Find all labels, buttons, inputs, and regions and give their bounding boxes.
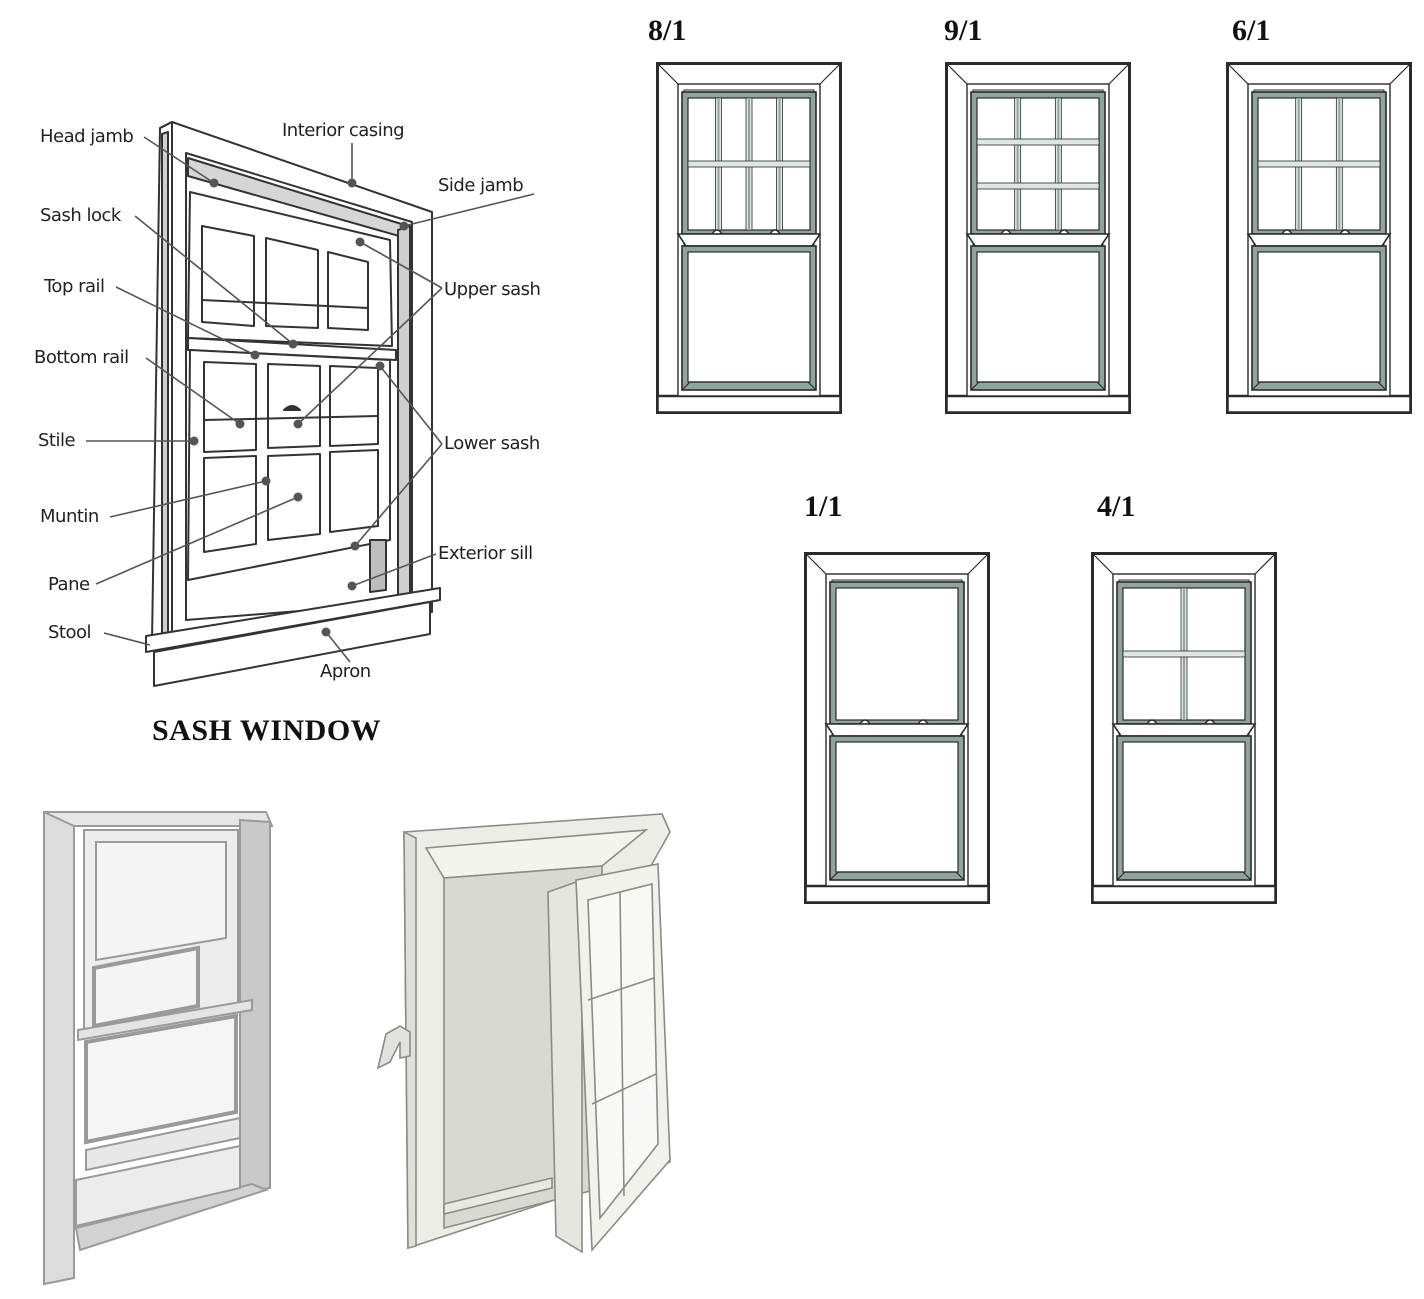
window-sill <box>1091 884 1277 904</box>
label-pane: Pane <box>48 574 90 595</box>
crank-handle <box>376 1025 411 1070</box>
meeting-rail <box>676 233 822 247</box>
bottom-rail-bevel <box>1116 871 1252 881</box>
window-style-9-1 <box>945 62 1131 414</box>
meeting-rail <box>1246 233 1392 247</box>
meeting-rail <box>187 337 397 361</box>
sash-window-drawing <box>86 121 535 687</box>
lower-glass <box>1122 741 1246 873</box>
lower-glass <box>976 251 1100 383</box>
upper-muntin-horizontal <box>1257 160 1381 168</box>
outer-frame-left <box>43 811 75 1286</box>
style-label: 9/1 <box>944 14 983 47</box>
label-muntin: Muntin <box>40 506 99 527</box>
casing-bevel <box>657 63 841 85</box>
casing-bevel <box>946 63 1130 85</box>
window-style-8-1 <box>656 62 842 414</box>
outer-frame-right <box>239 818 271 1194</box>
label-top-rail: Top rail <box>44 276 105 297</box>
label-sash-lock: Sash lock <box>40 205 121 226</box>
casing-bevel <box>1092 553 1276 575</box>
label-upper-sash: Upper sash <box>444 279 541 300</box>
window-sill <box>1226 394 1412 414</box>
meeting-rail <box>965 233 1111 247</box>
window-sill <box>656 394 842 414</box>
window-sill <box>945 394 1131 414</box>
single-hung-window-illustration <box>43 811 274 1286</box>
label-exterior-sill: Exterior sill <box>438 543 533 564</box>
casing-bevel <box>805 553 989 575</box>
side-jamb <box>397 225 411 603</box>
upper-muntin-horizontal <box>687 160 811 168</box>
style-label: 6/1 <box>1232 14 1271 47</box>
lower-glass <box>687 251 811 383</box>
window-sill <box>804 884 990 904</box>
window-style-1-1 <box>804 552 990 904</box>
window-style-6-1 <box>1226 62 1412 414</box>
apron <box>153 601 431 687</box>
label-stile: Stile <box>38 430 76 451</box>
style-label: 4/1 <box>1097 490 1136 523</box>
exterior-sill <box>369 539 387 593</box>
meeting-rail <box>1111 723 1257 737</box>
label-head-jamb: Head jamb <box>40 126 134 147</box>
lower-sash <box>84 1013 238 1145</box>
lower-sash-frame <box>187 349 391 581</box>
casement-window-illustration <box>376 813 671 1254</box>
lower-glass <box>835 741 959 873</box>
stool <box>145 587 441 653</box>
label-side-jamb: Side jamb <box>438 175 524 196</box>
label-bottom-rail: Bottom rail <box>34 347 129 368</box>
bottom-rail-bevel <box>970 381 1106 391</box>
style-label: 8/1 <box>648 14 687 47</box>
upper-muntin-horizontal <box>976 138 1100 146</box>
casing-bevel <box>1227 63 1411 85</box>
label-lower-sash: Lower sash <box>444 433 540 454</box>
window-style-4-1 <box>1091 552 1277 904</box>
bottom-rail-bevel <box>829 871 965 881</box>
upper-sash-frame <box>187 191 393 347</box>
meeting-rail <box>77 998 253 1042</box>
upper-glass <box>835 587 959 721</box>
label-stool: Stool <box>48 622 92 643</box>
upper-muntin-horizontal <box>1122 650 1246 658</box>
label-apron: Apron <box>320 661 371 682</box>
label-interior-casing: Interior casing <box>282 120 405 141</box>
style-label: 1/1 <box>804 490 843 523</box>
sash-lock <box>283 405 301 411</box>
bottom-rail-bevel <box>681 381 817 391</box>
bottom-rail-bevel <box>1251 381 1387 391</box>
meeting-rail <box>824 723 970 737</box>
upper-glass <box>976 97 1100 231</box>
diagram-caption: SASH WINDOW <box>152 714 382 747</box>
lower-glass <box>1257 251 1381 383</box>
open-sash-edge <box>547 878 583 1254</box>
upper-muntin-horizontal <box>976 182 1100 190</box>
